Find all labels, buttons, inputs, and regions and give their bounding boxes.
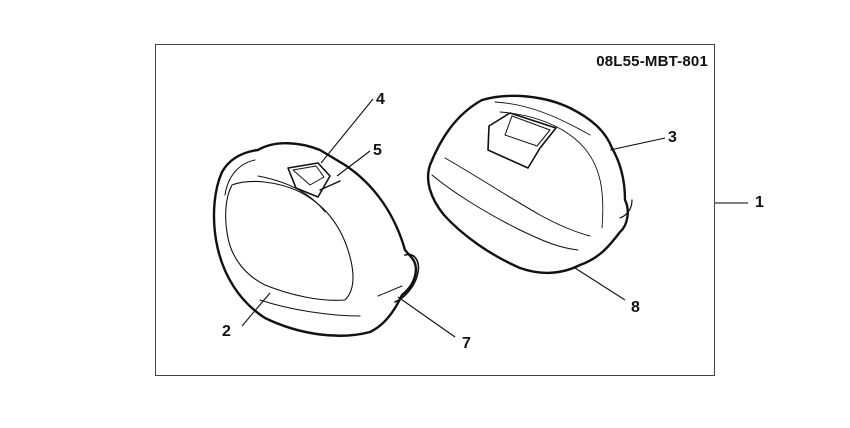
callout-3: 3 [668,129,677,146]
callout-4: 4 [376,91,385,108]
leader-4 [320,98,374,164]
leader-lines [241,98,748,338]
leader-8 [574,267,626,301]
right-case-drawing [426,94,633,275]
callout-8: 8 [631,299,640,316]
leader-5 [336,150,371,177]
leader-3 [609,137,666,151]
diagram-frame [155,44,715,376]
callout-2: 2 [222,323,231,340]
leader-7 [397,296,456,338]
callout-1: 1 [755,194,764,211]
leader-2 [241,292,271,327]
part-code-label: 08L55-MBT-801 [596,53,708,70]
callout-7: 7 [462,335,471,352]
left-case-drawing [212,142,420,337]
callout-5: 5 [373,142,382,159]
